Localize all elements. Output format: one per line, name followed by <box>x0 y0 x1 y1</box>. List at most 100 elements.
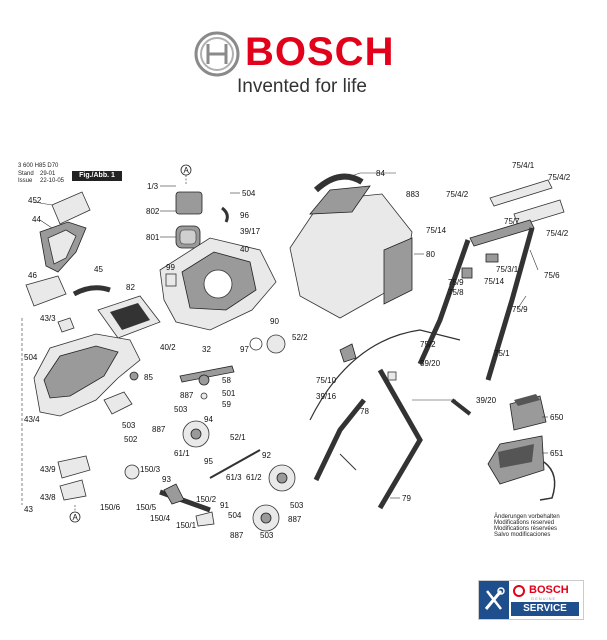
label-501: 501 <box>222 389 236 398</box>
part-clip-150-2 <box>195 511 215 527</box>
label-651: 651 <box>550 449 564 458</box>
note-de: Änderungen vorbehalten <box>494 514 560 520</box>
part-axle-52-1 <box>209 449 261 479</box>
label-150-1: 150/1 <box>176 521 197 530</box>
label-43-8: 43/8 <box>40 493 56 502</box>
part-clip-43-3 <box>57 317 75 333</box>
label-82: 82 <box>126 283 135 292</box>
label-887-a: 887 <box>180 391 194 400</box>
part-washer-501 <box>200 392 208 400</box>
label-91: 91 <box>220 501 229 510</box>
label-503-c: 503 <box>260 531 274 540</box>
label-32: 32 <box>202 345 211 354</box>
service-badge-brand: BOSCH <box>529 584 569 596</box>
label-96: 96 <box>240 211 249 220</box>
service-badge-logo-icon <box>513 585 525 597</box>
label-43-4: 43/4 <box>24 415 40 424</box>
part-charger-651 <box>487 435 556 501</box>
part-latch-43-8 <box>59 479 87 501</box>
label-90: 90 <box>270 317 279 326</box>
label-75-14-b: 75/14 <box>484 277 505 286</box>
section-marker-bottom-letter: A <box>73 513 79 522</box>
label-61-1: 61/1 <box>174 449 190 458</box>
label-43-3: 43/3 <box>40 314 56 323</box>
fig-label: Fig./Abb. 1 <box>72 171 122 181</box>
label-887-b: 887 <box>152 425 166 434</box>
label-150-6: 150/6 <box>100 503 121 512</box>
part-gear-52-2 <box>266 334 286 354</box>
part-battery-cover <box>25 275 67 307</box>
part-nut-58 <box>198 374 210 386</box>
label-75-6: 75/6 <box>544 271 560 280</box>
part-latch-43-9 <box>57 455 91 479</box>
part-motor <box>175 191 229 249</box>
label-75-7: 75/7 <box>504 217 520 226</box>
note-es: Salvo modificaciones <box>494 532 551 538</box>
label-61-2: 61/2 <box>246 473 262 482</box>
label-504-left: 504 <box>24 353 38 362</box>
label-75-3-1: 75/3/1 <box>496 265 519 274</box>
brand-tagline: Invented for life <box>237 76 367 97</box>
service-badge: BOSCH GENUINE SERVICE <box>478 580 584 620</box>
label-46: 46 <box>28 271 37 280</box>
label-503-a: 503 <box>174 405 188 414</box>
part-washer-97 <box>249 337 263 351</box>
leader-lines <box>33 172 548 499</box>
label-39-17: 39/17 <box>240 227 261 236</box>
label-84: 84 <box>376 169 385 178</box>
note-fr: Modifications réservées <box>494 526 558 532</box>
label-85: 85 <box>144 373 153 382</box>
label-150-3: 150/3 <box>140 465 161 474</box>
label-61-3: 61/3 <box>226 473 242 482</box>
label-887-c: 887 <box>230 531 244 540</box>
label-39-20-b: 39/20 <box>476 396 497 405</box>
label-75-4-2-c: 75/4/2 <box>546 229 569 238</box>
label-40: 40 <box>240 245 249 254</box>
part-hood-upper <box>39 191 91 273</box>
part-clip-502 <box>103 391 133 415</box>
label-75-9-a: 75/9 <box>448 278 464 287</box>
bosch-armature-icon <box>194 31 240 77</box>
label-1-3: 1/3 <box>147 182 159 191</box>
label-43: 43 <box>24 505 33 514</box>
label-75-9-b: 75/9 <box>512 305 528 314</box>
label-75-4-1: 75/4/1 <box>512 161 535 170</box>
stand-value: 29-01 <box>40 171 56 177</box>
label-75-10: 75/10 <box>316 376 337 385</box>
part-grid-cover <box>97 295 161 339</box>
service-badge-label: SERVICE <box>511 602 579 616</box>
label-503-b: 503 <box>122 421 136 430</box>
label-99: 99 <box>166 263 175 272</box>
label-52-1: 52/1 <box>230 433 246 442</box>
label-43-9: 43/9 <box>40 465 56 474</box>
label-883: 883 <box>406 190 420 199</box>
label-97: 97 <box>240 345 249 354</box>
label-80: 80 <box>426 250 435 259</box>
label-802: 802 <box>146 207 160 216</box>
label-75-14-a: 75/14 <box>426 226 447 235</box>
label-40-2: 40/2 <box>160 343 176 352</box>
label-79: 79 <box>402 494 411 503</box>
label-95: 95 <box>204 457 213 466</box>
label-502: 502 <box>124 435 138 444</box>
label-58: 58 <box>222 376 231 385</box>
part-labels: 1/3 504 802 96 801 39/17 99 40 84 883 80… <box>24 161 571 540</box>
label-75-2: 75/2 <box>420 340 436 349</box>
label-150-5: 150/5 <box>136 503 157 512</box>
label-39-16: 39/16 <box>316 392 337 401</box>
section-marker-top-letter: A <box>184 166 190 175</box>
service-badge-icon-panel <box>479 581 509 619</box>
label-650: 650 <box>550 413 564 422</box>
label-92: 92 <box>262 451 271 460</box>
service-badge-subline: GENUINE <box>531 596 557 601</box>
label-75-8: 75/8 <box>448 288 464 297</box>
part-wheel-hub-left <box>124 464 140 480</box>
section-marker-bottom: A <box>69 505 81 523</box>
part-blade <box>179 365 235 383</box>
label-59: 59 <box>222 400 231 409</box>
part-handle-lower <box>313 343 472 510</box>
label-150-4: 150/4 <box>150 514 171 523</box>
bosch-logo <box>193 30 241 78</box>
